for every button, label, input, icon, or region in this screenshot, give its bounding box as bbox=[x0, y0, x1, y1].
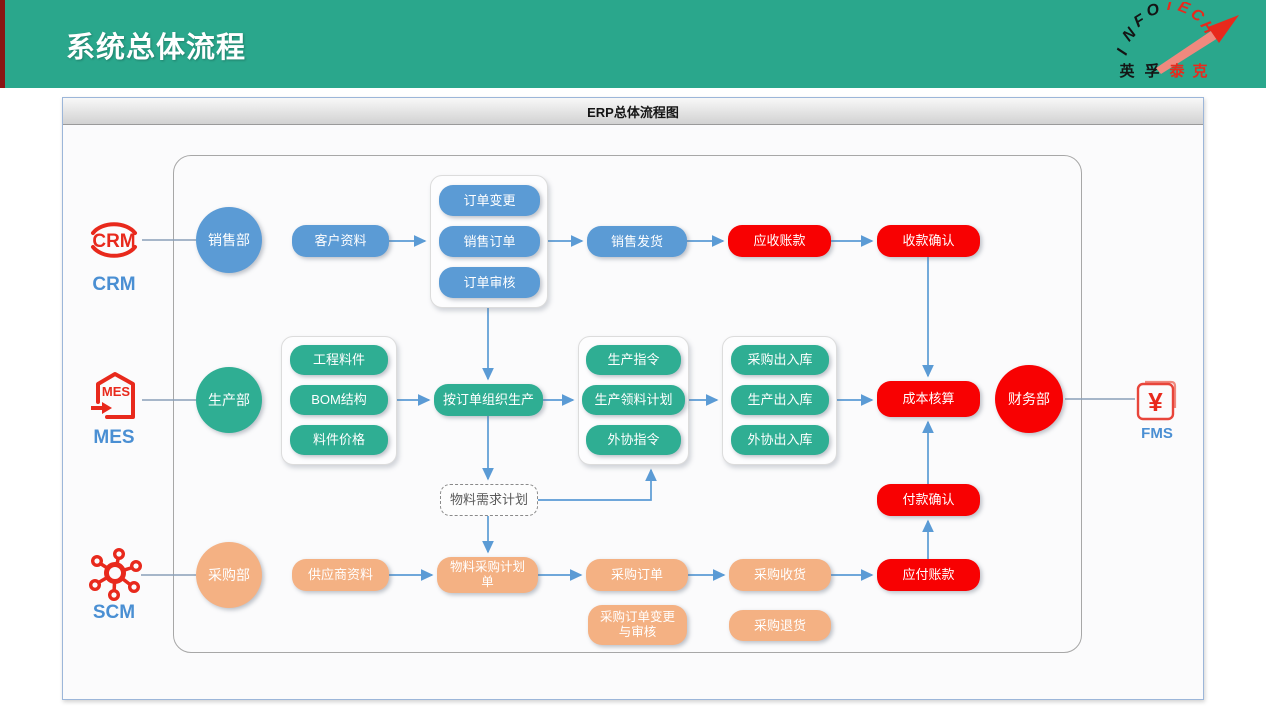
logo-letter: O bbox=[1145, 2, 1162, 20]
node-outsourcing-io: 外协出入库 bbox=[731, 425, 829, 455]
node-cost-accounting: 成本核算 bbox=[877, 381, 980, 417]
node-purchasing-dept: 采购部 bbox=[196, 542, 262, 608]
node-production-io: 生产出入库 bbox=[731, 385, 829, 415]
node-material-price: 料件价格 bbox=[290, 425, 388, 455]
node-po-change-review: 采购订单变更 与审核 bbox=[588, 605, 687, 645]
fms-label: FMS bbox=[1141, 425, 1173, 442]
node-finance-dept: 财务部 bbox=[995, 365, 1063, 433]
node-purchase-receipt: 采购收货 bbox=[729, 559, 831, 591]
node-purchase-return: 采购退货 bbox=[729, 610, 831, 641]
crm-icon: CRM bbox=[86, 211, 142, 274]
node-picking-plan: 生产领料计划 bbox=[582, 385, 685, 415]
slide-title: 系统总体流程 bbox=[66, 32, 247, 64]
logo-cn-char: 泰 bbox=[1169, 63, 1185, 80]
panel-header: ERP总体流程图 bbox=[63, 98, 1203, 125]
logo-letter: T bbox=[1164, 2, 1176, 14]
node-order-change: 订单变更 bbox=[439, 185, 540, 216]
logo-letter: I bbox=[1114, 47, 1132, 58]
node-eng-material: 工程料件 bbox=[290, 345, 388, 375]
svg-text:MES: MES bbox=[102, 384, 131, 399]
banner-left-accent bbox=[0, 0, 5, 88]
node-purchase-io: 采购出入库 bbox=[731, 345, 829, 375]
crm-label: CRM bbox=[92, 274, 136, 295]
node-organize-production: 按订单组织生产 bbox=[434, 384, 543, 416]
node-production-dept: 生产部 bbox=[196, 367, 262, 433]
mes-label: MES bbox=[93, 427, 135, 448]
svg-text:CRM: CRM bbox=[92, 231, 135, 252]
node-supplier-info: 供应商资料 bbox=[292, 559, 389, 591]
node-production-order: 生产指令 bbox=[586, 345, 681, 375]
node-order-review: 订单审核 bbox=[439, 267, 540, 298]
node-receipt-confirm: 收款确认 bbox=[877, 225, 980, 257]
infotech-arc-logo-icon: I N F O T E C H bbox=[1114, 2, 1239, 74]
title-banner: 系统总体流程 bbox=[0, 0, 1266, 88]
logo-needle-head bbox=[1208, 15, 1239, 43]
node-receivable: 应收账款 bbox=[728, 225, 831, 257]
logo-cn-char: 英 bbox=[1119, 63, 1135, 80]
mes-icon: MES bbox=[88, 369, 142, 430]
node-sales-delivery: 销售发货 bbox=[587, 226, 687, 257]
node-sales-dept: 销售部 bbox=[196, 207, 262, 273]
logo-needle-tail bbox=[1156, 31, 1218, 74]
fms-icon: ¥ bbox=[1135, 378, 1179, 427]
flow-boundary-box bbox=[173, 155, 1082, 653]
logo-cn-char: 孚 bbox=[1144, 63, 1160, 80]
node-outsourcing-order: 外协指令 bbox=[586, 425, 681, 455]
node-mrp: 物料需求计划 bbox=[440, 484, 538, 516]
scm-label: SCM bbox=[92, 602, 136, 623]
logo-cn-char: 克 bbox=[1192, 63, 1208, 80]
node-material-purchase-plan: 物料采购计划 单 bbox=[437, 557, 538, 593]
node-purchase-order: 采购订单 bbox=[586, 559, 688, 591]
panel-title: ERP总体流程图 bbox=[587, 104, 679, 120]
svg-text:¥: ¥ bbox=[1148, 387, 1163, 417]
scm-icon bbox=[88, 546, 144, 607]
node-payable: 应付账款 bbox=[877, 559, 980, 591]
node-bom: BOM结构 bbox=[290, 385, 388, 415]
company-logo: I N F O T E C H 英 孚 泰 克 bbox=[1098, 2, 1262, 88]
node-sales-order: 销售订单 bbox=[439, 226, 540, 257]
node-payment-confirm: 付款确认 bbox=[877, 484, 980, 516]
node-customer-info: 客户资料 bbox=[292, 225, 389, 257]
